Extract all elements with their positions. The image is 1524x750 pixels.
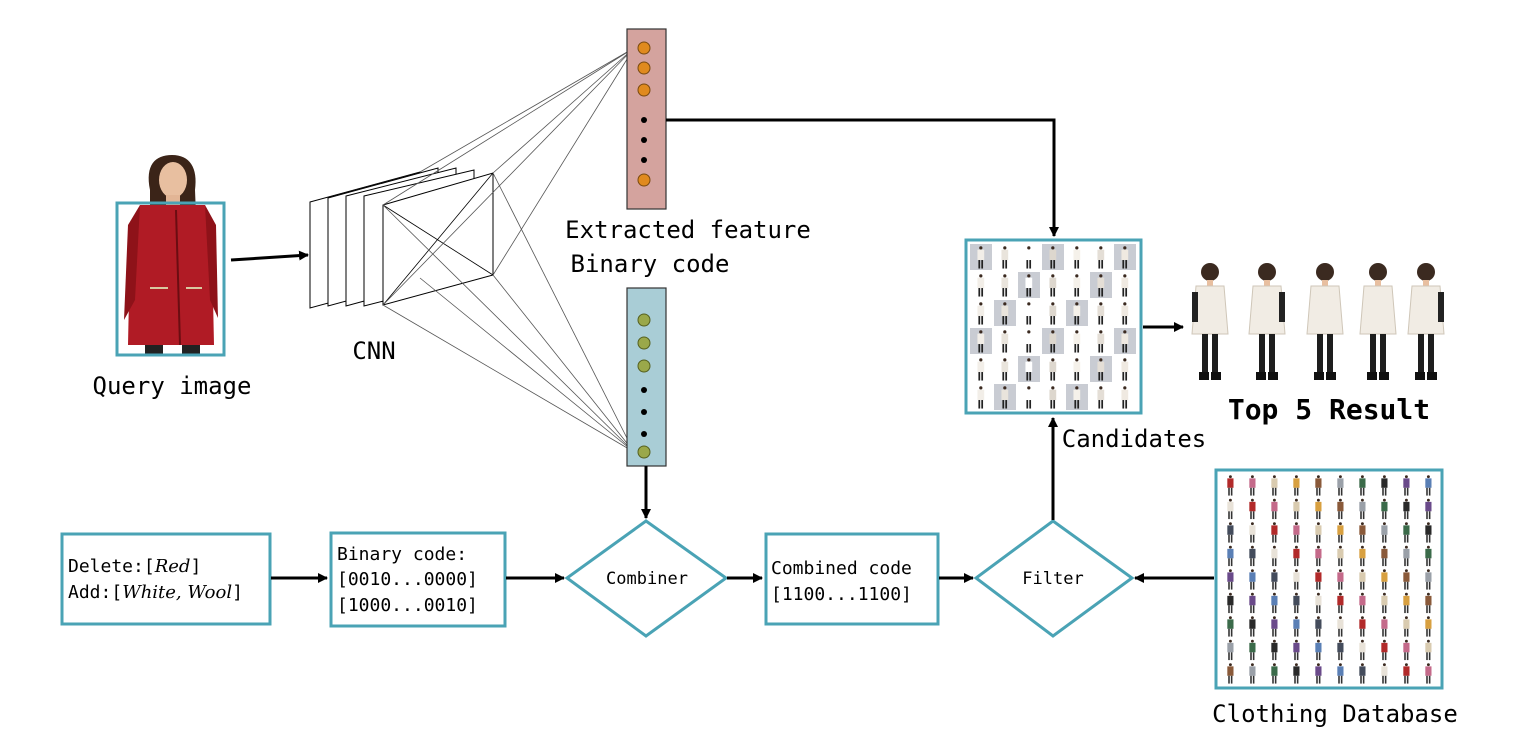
cnn-inner-lines	[382, 172, 494, 306]
cnn-to-vector-lines	[382, 47, 635, 453]
cnn-label: CNN	[352, 337, 395, 365]
binary-box-line2: [1000...0010]	[337, 595, 478, 616]
top5-results	[1191, 263, 1445, 380]
attribute-edit-box	[60, 532, 272, 626]
candidates-grid	[970, 244, 1136, 410]
combiner-node	[564, 519, 729, 638]
combined-box-title: Combined code	[771, 558, 912, 579]
candidates-label: Candidates	[1062, 425, 1207, 453]
extracted-feature-label: Extracted feature	[565, 216, 811, 244]
arrow-feature-to-candidates	[666, 118, 1059, 237]
cnn-layers	[309, 167, 494, 309]
binary-code-vector	[626, 287, 667, 467]
delete-attribute-line: Delete:[Red]	[68, 556, 201, 577]
combined-box-line1: [1100...1100]	[771, 584, 912, 605]
binary-code-label: Binary code	[571, 250, 730, 278]
binary-box-title: Binary code:	[337, 544, 467, 565]
filter-label: Filter	[1022, 569, 1083, 589]
query-image	[115, 155, 226, 357]
clothing-database-grid	[1227, 475, 1432, 684]
query-image-label: Query image	[93, 372, 252, 400]
combined-code-box	[764, 532, 940, 626]
database-frame	[1214, 468, 1444, 690]
top5-label: Top 5 Result	[1228, 393, 1430, 426]
combiner-label: Combiner	[606, 569, 688, 589]
clothing-database-label: Clothing Database	[1212, 700, 1458, 728]
filter-node	[973, 519, 1135, 638]
binary-code-box	[329, 531, 507, 628]
candidates-frame	[964, 238, 1143, 415]
binary-box-line1: [0010...0000]	[337, 569, 478, 590]
add-attribute-line: Add:[White, Wool]	[68, 582, 243, 603]
extracted-feature-vector	[626, 28, 667, 210]
arrow-query-to-cnn	[230, 250, 309, 262]
